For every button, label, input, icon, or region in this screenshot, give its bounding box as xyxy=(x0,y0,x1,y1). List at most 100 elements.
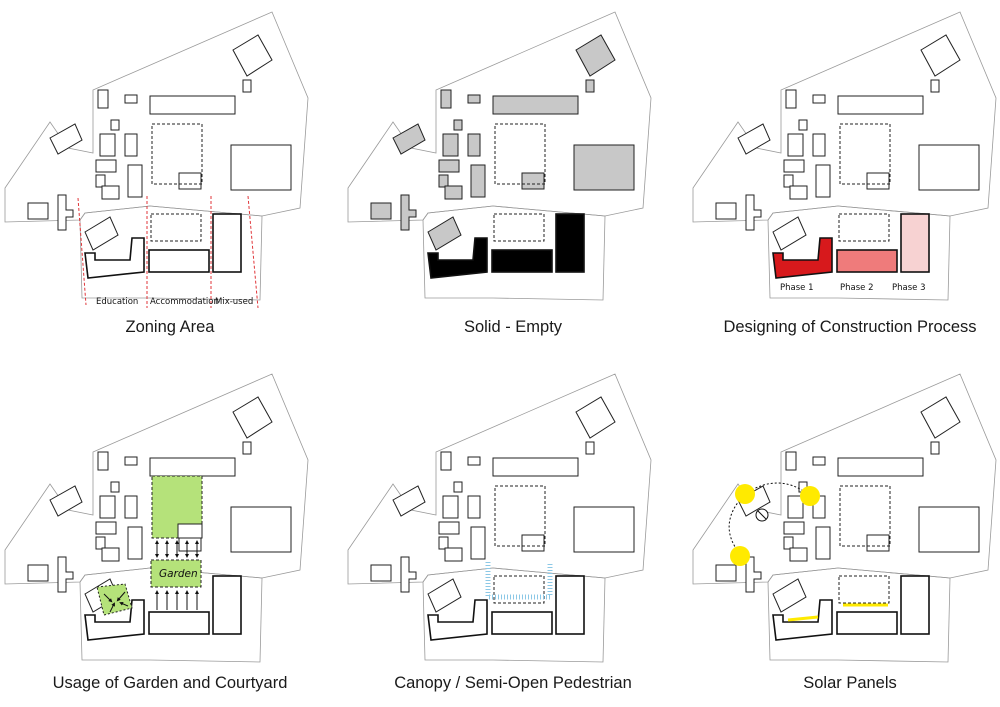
building-mixed-use xyxy=(900,213,930,273)
building-north-east xyxy=(920,34,961,77)
courtyard-arrow-3 xyxy=(119,601,129,607)
building-west-2 xyxy=(812,133,826,157)
courtyard-lower xyxy=(838,213,890,242)
building-small-nw2 xyxy=(124,94,138,104)
building-west-1 xyxy=(442,495,459,519)
panel-garden: Garden xyxy=(0,372,330,672)
courtyard-lower xyxy=(493,213,545,242)
building-small-nw1 xyxy=(440,451,452,471)
courtyard-lower xyxy=(150,213,202,242)
building-outer-w3 xyxy=(57,194,74,231)
building-west-3 xyxy=(438,159,460,173)
building-outer-w1 xyxy=(737,123,771,155)
building-west-4 xyxy=(438,536,449,550)
building-north-east xyxy=(575,34,616,77)
building-education xyxy=(427,599,488,641)
caption-phases: Designing of Construction Process xyxy=(723,318,977,336)
building-lower-nw xyxy=(772,216,807,251)
building-west-6 xyxy=(470,164,486,198)
building-west-5 xyxy=(101,185,120,200)
building-mixed-use xyxy=(555,213,585,273)
building-small-ne xyxy=(930,441,940,455)
building-lower-nw xyxy=(84,216,119,251)
building-accommodation xyxy=(148,249,210,273)
site-plan-garden: Garden xyxy=(4,373,309,663)
zone-label-mixed-use: Mix-used xyxy=(215,297,253,307)
building-lower-nw xyxy=(772,578,807,613)
building-small-ne xyxy=(930,79,940,93)
building-outer-w2 xyxy=(715,202,737,220)
building-central-small xyxy=(521,172,545,190)
building-central-small xyxy=(178,172,202,190)
building-outer-w3 xyxy=(400,556,417,593)
building-small-mid xyxy=(110,119,120,131)
panel-solar xyxy=(688,372,1000,672)
building-outer-w3 xyxy=(57,556,74,593)
site-boundary-south xyxy=(767,567,951,663)
building-west-5 xyxy=(444,185,463,200)
zone-divider-0 xyxy=(77,197,87,306)
building-small-nw1 xyxy=(97,451,109,471)
building-north-east xyxy=(232,396,273,439)
building-west-1 xyxy=(99,133,116,157)
building-long-north xyxy=(149,457,236,477)
building-lower-nw xyxy=(427,216,462,251)
building-long-north xyxy=(492,95,579,115)
building-outer-w2 xyxy=(370,202,392,220)
building-accommodation xyxy=(836,611,898,635)
building-west-4 xyxy=(783,536,794,550)
building-outer-w2 xyxy=(27,564,49,582)
building-small-nw2 xyxy=(124,456,138,466)
building-outer-w3 xyxy=(400,194,417,231)
building-west-6 xyxy=(127,526,143,560)
solar-sun-0 xyxy=(735,484,755,504)
building-west-3 xyxy=(783,521,805,535)
building-north-east xyxy=(575,396,616,439)
site-plan-solid xyxy=(347,11,652,301)
building-mixed-use xyxy=(212,213,242,273)
building-west-5 xyxy=(444,547,463,562)
building-education xyxy=(427,237,488,279)
building-west-6 xyxy=(815,164,831,198)
zone-divider-3 xyxy=(247,195,259,309)
building-education xyxy=(772,599,833,641)
building-accommodation xyxy=(836,249,898,273)
courtyard-arrow-0 xyxy=(103,593,113,603)
phase-label-2: Phase 2 xyxy=(840,283,874,293)
building-west-4 xyxy=(438,174,449,188)
building-west-2 xyxy=(467,133,481,157)
building-west-2 xyxy=(124,495,138,519)
building-long-north xyxy=(492,457,579,477)
caption-zoning: Zoning Area xyxy=(125,318,215,336)
building-small-nw1 xyxy=(97,89,109,109)
building-small-nw1 xyxy=(785,89,797,109)
solar-sun-2 xyxy=(730,546,750,566)
building-east-large xyxy=(918,506,980,553)
building-west-2 xyxy=(467,495,481,519)
building-outer-w3 xyxy=(745,194,762,231)
building-west-5 xyxy=(789,185,808,200)
panel-solid xyxy=(343,10,673,310)
building-accommodation xyxy=(491,249,553,273)
building-west-3 xyxy=(95,159,117,173)
garden-lower xyxy=(150,559,202,588)
courtyard-upper xyxy=(151,123,203,185)
building-long-north xyxy=(149,95,236,115)
building-west-1 xyxy=(99,495,116,519)
building-west-3 xyxy=(783,159,805,173)
garden-upper-building xyxy=(177,523,203,539)
courtyard-upper xyxy=(839,485,891,547)
building-small-mid xyxy=(110,481,120,493)
building-small-nw2 xyxy=(467,456,481,466)
building-education xyxy=(772,237,833,279)
site-plan-canopy xyxy=(347,373,652,663)
building-east-large xyxy=(230,506,292,553)
building-accommodation xyxy=(148,611,210,635)
site-boundary-south xyxy=(422,567,606,663)
building-long-north xyxy=(837,95,924,115)
site-boundary-south xyxy=(79,205,263,301)
building-west-6 xyxy=(127,164,143,198)
building-west-2 xyxy=(124,133,138,157)
